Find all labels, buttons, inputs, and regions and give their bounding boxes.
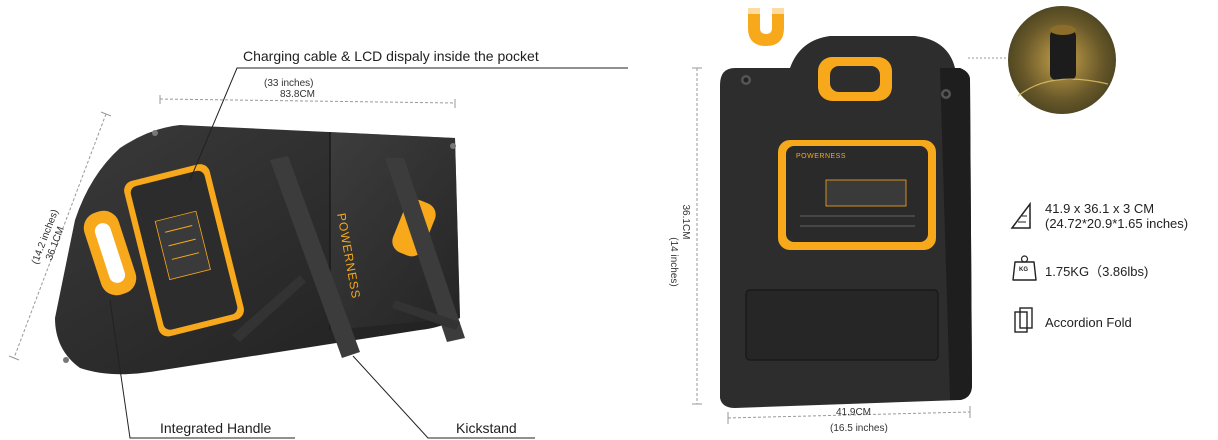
- fold-icon: [1014, 307, 1033, 333]
- magnet-icon: [748, 8, 784, 46]
- spec-weight: 1.75KG（3.86lbs): [1045, 264, 1149, 279]
- right-height-cm: 36.1CM: [680, 204, 691, 240]
- pocket-callout-label: Charging cable & LCD dispaly inside the …: [243, 48, 539, 64]
- right-width-inches: (16.5 inches): [830, 423, 888, 434]
- right-width-cm: 41.9CM: [836, 407, 872, 418]
- spec-dimensions-inches: (24.72*20.9*1.65 inches): [1045, 216, 1189, 231]
- left-width-inches: (33 inches): [264, 78, 314, 89]
- lcd-pocket: [124, 164, 244, 337]
- spec-dimensions: 41.9 x 36.1 x 3 CM (24.72*20.9*1.65 inch…: [1045, 201, 1188, 231]
- ruler-triangle-icon: [1010, 201, 1031, 229]
- lower-pocket: [745, 289, 939, 361]
- brand-logo-right: POWERNESS: [796, 153, 847, 160]
- weight-icon-text: KG: [1019, 267, 1028, 273]
- integrated-handle: [83, 210, 137, 296]
- kickstand-right: [385, 158, 465, 342]
- weight-icon: [1012, 255, 1037, 281]
- right-height-inches: (14 inches): [668, 237, 679, 287]
- kickstand-left: [270, 156, 360, 358]
- left-width-cm: 83.8CM: [280, 89, 316, 100]
- spec-fold: Accordion Fold: [1045, 315, 1132, 330]
- spec-dimensions-cm: 41.9 x 36.1 x 3 CM: [1045, 201, 1155, 216]
- handle-callout-label: Integrated Handle: [160, 420, 272, 436]
- kickstand-callout-label: Kickstand: [456, 420, 517, 436]
